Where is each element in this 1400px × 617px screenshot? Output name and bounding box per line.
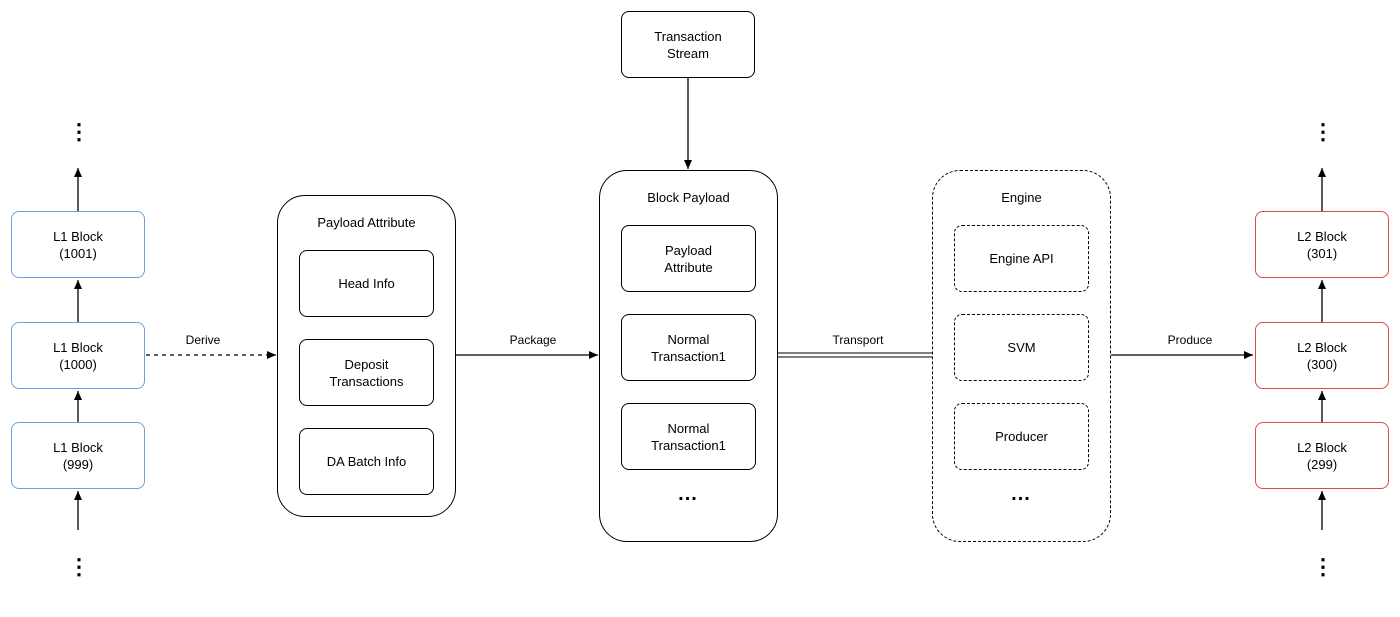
transport-label: Transport (832, 333, 884, 347)
head-info-box: Head Info (299, 250, 434, 317)
engine-title: Engine (1001, 190, 1042, 205)
l1-block-number: (1001) (59, 245, 97, 261)
produce-label: Produce (1167, 333, 1213, 347)
l2-block-301: L2 Block(301) (1255, 211, 1389, 278)
engine-api-label: Engine API (989, 251, 1054, 266)
normal-transaction-label: Normal Transaction1 (651, 420, 726, 453)
l1-block-title: L1 Block (53, 228, 103, 244)
l2-block-number: (300) (1306, 356, 1338, 372)
l1-block-999: L1 Block(999) (11, 422, 145, 489)
l1-block-number: (999) (62, 456, 94, 472)
package-label: Package (509, 333, 557, 347)
da-batch-info-label: DA Batch Info (326, 454, 407, 469)
da-batch-info-box: DA Batch Info (299, 428, 434, 495)
svm-box: SVM (954, 314, 1089, 381)
l2-block-number: (299) (1306, 456, 1338, 472)
l1-block-number: (1000) (59, 356, 97, 372)
normal-transaction-label: Normal Transaction1 (651, 331, 726, 364)
transaction-stream-box: Transaction Stream (621, 11, 755, 78)
l2-block-title: L2 Block (1297, 228, 1347, 244)
l2-ellipsis-bottom: ⋮ (1312, 554, 1334, 579)
derive-label: Derive (185, 333, 221, 347)
svm-label: SVM (1007, 340, 1036, 355)
l2-block-title: L2 Block (1297, 439, 1347, 455)
normal-transaction-box: Normal Transaction1 (621, 314, 756, 381)
l1-ellipsis-bottom: ⋮ (68, 554, 90, 579)
l2-block-300: L2 Block(300) (1255, 322, 1389, 389)
producer-box: Producer (954, 403, 1089, 470)
block-payload-ellipsis: ... (678, 483, 698, 505)
payload-attribute-item-label: Payload Attribute (664, 242, 713, 275)
l2-block-299: L2 Block(299) (1255, 422, 1389, 489)
engine-ellipsis: ... (1011, 483, 1031, 505)
l1-block-title: L1 Block (53, 439, 103, 455)
l2-block-number: (301) (1306, 245, 1338, 261)
block-payload-title: Block Payload (647, 190, 730, 205)
transaction-stream-label: Transaction Stream (654, 28, 722, 61)
l1-block-1000: L1 Block(1000) (11, 322, 145, 389)
deposit-transactions-box: Deposit Transactions (299, 339, 434, 406)
normal-transaction-box: Normal Transaction1 (621, 403, 756, 470)
producer-label: Producer (995, 429, 1048, 444)
l2-ellipsis-top: ⋮ (1312, 119, 1334, 144)
l1-block-title: L1 Block (53, 339, 103, 355)
l2-block-title: L2 Block (1297, 339, 1347, 355)
l1-block-1001: L1 Block(1001) (11, 211, 145, 278)
head-info-label: Head Info (338, 276, 395, 291)
payload-attribute-title: Payload Attribute (317, 215, 416, 230)
l1-ellipsis-top: ⋮ (68, 119, 90, 144)
payload-attribute-item-box: Payload Attribute (621, 225, 756, 292)
engine-api-box: Engine API (954, 225, 1089, 292)
deposit-transactions-label: Deposit Transactions (329, 356, 404, 389)
